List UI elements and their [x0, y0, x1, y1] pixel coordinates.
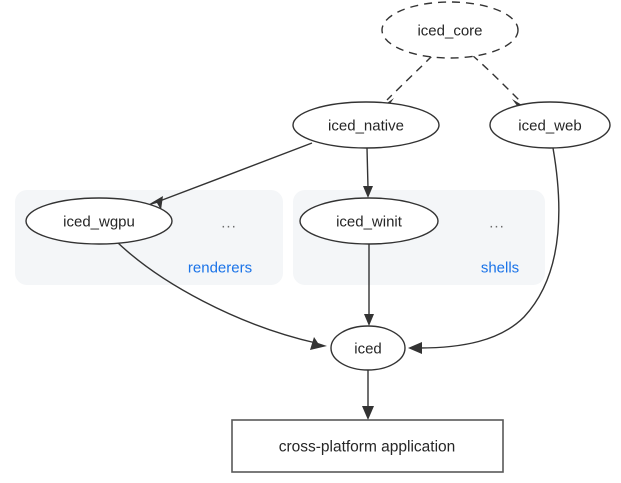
cluster-shells-label: shells [481, 260, 519, 277]
node-iced-native[interactable]: iced_native [292, 101, 440, 149]
node-iced-native-label: iced_native [328, 118, 404, 135]
edge-core-to-web-path [471, 54, 520, 101]
node-iced-winit-ellipse[interactable] [299, 197, 439, 245]
edge-native-to-wgpu-path [156, 142, 313, 203]
edge-iced-to-app-arrowhead [362, 406, 374, 420]
node-iced[interactable]: iced [330, 325, 406, 371]
edge-wgpu-to-iced-path [116, 241, 317, 344]
node-iced-web-ellipse[interactable] [489, 101, 611, 149]
edge-wgpu-to-iced [116, 241, 327, 350]
edge-web-to-iced-arrowhead [408, 342, 422, 354]
node-iced-web-label: iced_web [518, 118, 581, 135]
node-cross-platform-application[interactable]: cross-platform application [231, 419, 504, 473]
node-iced-winit[interactable]: iced_winit [299, 197, 439, 245]
node-iced-core-ellipse[interactable] [381, 1, 519, 59]
node-cross-platform-application-rect[interactable] [231, 419, 504, 473]
edge-web-to-iced [408, 147, 560, 354]
cluster-renderers-label: renderers [188, 260, 252, 277]
edge-core-to-native-path [386, 55, 433, 101]
node-iced-native-ellipse[interactable] [292, 101, 440, 149]
edge-native-to-winit-path [366, 147, 369, 189]
node-iced-ellipse[interactable] [330, 325, 406, 371]
shells-more-ellipsis-icon: ... [489, 215, 505, 232]
edge-core-to-web [471, 54, 527, 111]
edge-iced-to-app [362, 370, 374, 420]
edge-web-to-iced-path [418, 147, 560, 349]
edge-native-to-winit [363, 147, 373, 198]
node-iced-label: iced [354, 341, 382, 358]
node-iced-core[interactable]: iced_core [381, 1, 519, 59]
node-iced-core-label: iced_core [417, 23, 482, 40]
node-iced-winit-label: iced_winit [336, 214, 403, 231]
renderers-more-ellipsis-icon: ... [221, 215, 237, 232]
edge-native-to-wgpu-arrowhead [146, 196, 163, 210]
node-iced-wgpu-ellipse[interactable] [25, 197, 173, 245]
edge-native-to-wgpu [146, 142, 313, 210]
node-iced-wgpu-label: iced_wgpu [63, 214, 135, 231]
edge-wgpu-to-iced-arrowhead [310, 337, 327, 350]
edge-native-to-winit-arrowhead [363, 186, 373, 198]
node-iced-wgpu[interactable]: iced_wgpu [25, 197, 173, 245]
node-cross-platform-application-label: cross-platform application [279, 439, 456, 456]
node-iced-web[interactable]: iced_web [489, 101, 611, 149]
edge-winit-to-iced-arrowhead [364, 314, 374, 326]
edge-winit-to-iced [364, 244, 374, 326]
